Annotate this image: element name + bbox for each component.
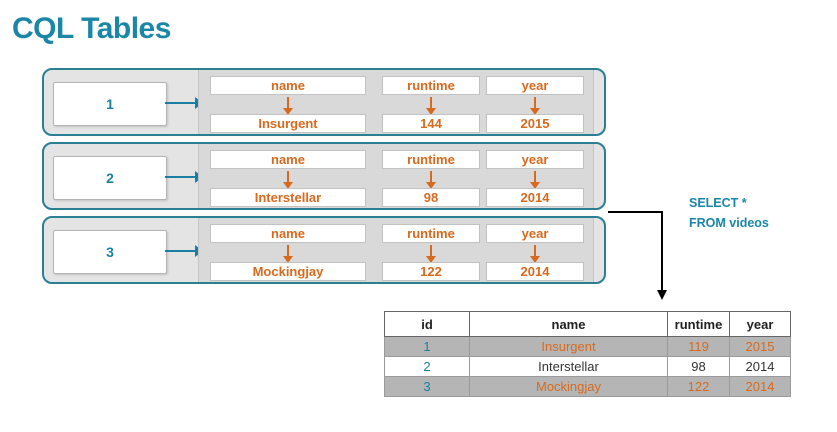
- value-runtime: 98: [382, 188, 480, 207]
- cell-id: 1: [384, 336, 470, 357]
- arrow-down-icon: [530, 97, 540, 115]
- query-text: SELECT * FROM videos: [689, 193, 769, 233]
- cell-id: 2: [384, 356, 470, 377]
- arrow-down-icon: [283, 97, 293, 115]
- partition-key: 3: [53, 230, 167, 274]
- value-name: Insurgent: [210, 114, 366, 133]
- column-name-header: name: [210, 150, 366, 169]
- partition-row-1: 1 name runtime year Insurgent 144 2015: [42, 68, 606, 136]
- column-name-header: name: [210, 224, 366, 243]
- query-line-select: SELECT *: [689, 196, 747, 210]
- arrow-down-icon: [530, 171, 540, 189]
- arrow-down-icon: [283, 245, 293, 263]
- partition-row-2: 2 name runtime year Interstellar 98 2014: [42, 142, 606, 210]
- columns-panel: name runtime year Mockingjay 122 2014: [198, 218, 594, 282]
- cell-name: Mockingjay: [469, 376, 668, 397]
- value-runtime: 122: [382, 262, 480, 281]
- table-row: 2 Interstellar 98 2014: [384, 356, 791, 377]
- value-runtime: 144: [382, 114, 480, 133]
- partition-row-3: 3 name runtime year Mockingjay 122 2014: [42, 216, 606, 284]
- header-runtime: runtime: [667, 311, 730, 337]
- cell-runtime: 98: [667, 356, 730, 377]
- column-name-header: name: [210, 76, 366, 95]
- header-id: id: [384, 311, 470, 337]
- value-year: 2014: [486, 188, 584, 207]
- connector-line: [661, 211, 663, 290]
- key-arrow-icon: [165, 97, 203, 109]
- value-name: Mockingjay: [210, 262, 366, 281]
- arrow-down-icon: [426, 97, 436, 115]
- arrow-down-icon: [283, 171, 293, 189]
- key-arrow-icon: [165, 245, 203, 257]
- column-year-header: year: [486, 150, 584, 169]
- columns-panel: name runtime year Interstellar 98 2014: [198, 144, 594, 208]
- query-line-from: FROM videos: [689, 216, 769, 230]
- cell-year: 2014: [729, 356, 791, 377]
- page-title: CQL Tables: [12, 12, 171, 45]
- cell-runtime: 122: [667, 376, 730, 397]
- cell-id: 3: [384, 376, 470, 397]
- partition-key: 2: [53, 156, 167, 200]
- value-year: 2014: [486, 262, 584, 281]
- cell-runtime: 119: [667, 336, 730, 357]
- column-year-header: year: [486, 224, 584, 243]
- cell-year: 2014: [729, 376, 791, 397]
- arrow-down-icon: [530, 245, 540, 263]
- value-year: 2015: [486, 114, 584, 133]
- table-row: 3 Mockingjay 122 2014: [384, 376, 791, 397]
- partition-key: 1: [53, 82, 167, 126]
- columns-panel: name runtime year Insurgent 144 2015: [198, 70, 594, 134]
- column-runtime-header: runtime: [382, 150, 480, 169]
- arrow-down-icon: [426, 171, 436, 189]
- column-runtime-header: runtime: [382, 76, 480, 95]
- column-year-header: year: [486, 76, 584, 95]
- connector-line: [608, 211, 663, 213]
- column-runtime-header: runtime: [382, 224, 480, 243]
- cell-name: Interstellar: [469, 356, 668, 377]
- key-arrow-icon: [165, 171, 203, 183]
- arrow-down-icon: [657, 290, 667, 300]
- table-header-row: id name runtime year: [384, 311, 791, 337]
- value-name: Interstellar: [210, 188, 366, 207]
- table-row: 1 Insurgent 119 2015: [384, 336, 791, 357]
- arrow-down-icon: [426, 245, 436, 263]
- header-year: year: [729, 311, 791, 337]
- cell-year: 2015: [729, 336, 791, 357]
- result-table: id name runtime year 1 Insurgent 119 201…: [384, 311, 791, 397]
- header-name: name: [469, 311, 668, 337]
- cell-name: Insurgent: [469, 336, 668, 357]
